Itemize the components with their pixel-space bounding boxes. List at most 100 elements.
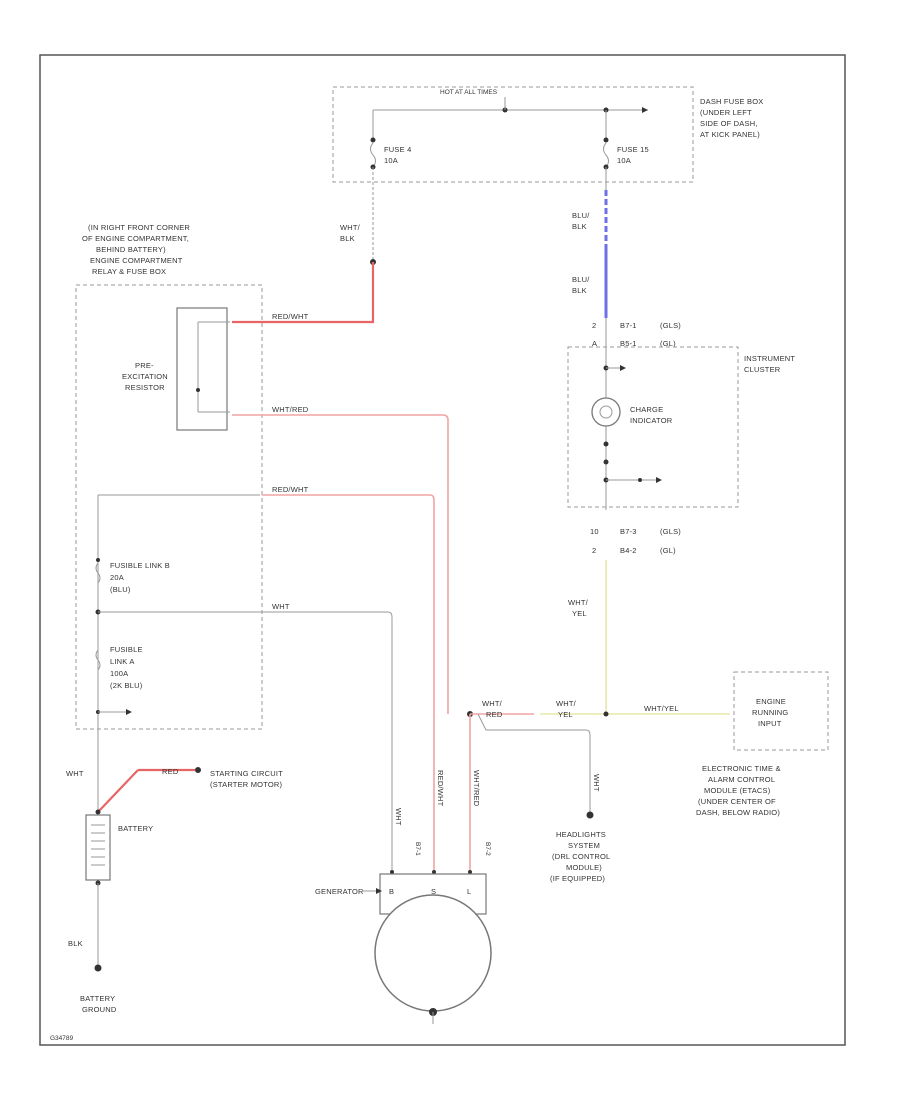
fusible-link-a-rating: 100A [110, 669, 128, 678]
wire-wht-blk-label: WHT/ [340, 223, 361, 232]
conn-bot-var-2: (GL) [660, 546, 676, 555]
wire-wht-yel-2-label-1: WHT/ [556, 699, 577, 708]
cluster-arrow-2 [656, 477, 662, 483]
starter-connector-dot [195, 767, 201, 773]
wire-wht-bat-label: WHT [66, 769, 84, 778]
svg-text:MODULE): MODULE) [566, 863, 602, 872]
wire-red-wht-2-label: RED/WHT [272, 485, 309, 494]
cluster-junction-5 [638, 478, 642, 482]
wire-wht-yel-3-label: WHT/YEL [644, 704, 679, 713]
conn-bot-pin-2: 2 [592, 546, 596, 555]
instrument-cluster-label-2: CLUSTER [744, 365, 781, 374]
wire-red-wht-generator [262, 494, 435, 870]
gen-terminal-l-dot [468, 870, 472, 874]
gen-terminal-b: B [389, 887, 394, 896]
generator-label: GENERATOR [315, 887, 364, 896]
conn-gen-2: B7-2 [484, 842, 491, 856]
battery-ground-dot [94, 964, 102, 972]
diagram-frame [39, 54, 846, 1046]
svg-text:ELECTRONIC TIME &: ELECTRONIC TIME & [702, 764, 781, 773]
wire-wht-red-2-label-1: WHT/ [482, 699, 503, 708]
pre-excitation-label-1: PRE- [135, 361, 154, 370]
pre-excitation-resistor-box [176, 307, 228, 431]
starting-circuit-label-2: (STARTER MOTOR) [210, 780, 282, 789]
svg-text:AT KICK PANEL): AT KICK PANEL) [700, 130, 760, 139]
fusible-link-b-label: FUSIBLE LINK B [110, 561, 170, 570]
fusible-link-a-label-2: LINK A [110, 657, 135, 666]
battery-label: BATTERY [118, 824, 153, 833]
wire-blu-blk-label-2: BLU/ [572, 275, 590, 284]
engine-compartment-box-outline [75, 284, 263, 730]
conn-top-pin-1: 2 [592, 321, 596, 330]
svg-text:SIDE OF DASH,: SIDE OF DASH, [700, 119, 758, 128]
instrument-cluster-outline [567, 346, 739, 508]
cluster-junction-2 [603, 441, 609, 447]
wire-wht [98, 611, 393, 870]
conn-top-id-2: B5-1 [620, 339, 637, 348]
engine-running-input-label-2: RUNNING [752, 708, 788, 717]
generator-label-arrow [376, 888, 382, 894]
fusible-link-b-color: (BLU) [110, 585, 131, 594]
conn-top-pin-2: A [592, 339, 597, 348]
fuse-a-symbol [370, 142, 376, 168]
fuse-b-label: FUSE 15 [617, 145, 649, 154]
battery-ground-label-2: GROUND [82, 1005, 117, 1014]
wire-blk-label: BLK [68, 939, 83, 948]
svg-text:RELAY & FUSE BOX: RELAY & FUSE BOX [92, 267, 166, 276]
pre-excitation-label-2: EXCITATION [122, 372, 168, 381]
headlights-connector-dot [586, 811, 594, 819]
svg-text:SYSTEM: SYSTEM [568, 841, 600, 850]
wire-wht-label: WHT [272, 602, 290, 611]
wire-blu-blk-label-1b: BLK [572, 222, 587, 231]
wire-blu-blk-label-2b: BLK [572, 286, 587, 295]
etacs-label: ELECTRONIC TIME & ALARM CONTROL MODULE (… [696, 764, 781, 817]
svg-text:(DRL CONTROL: (DRL CONTROL [552, 852, 610, 861]
svg-text:(UNDER CENTER OF: (UNDER CENTER OF [698, 797, 776, 806]
hot-bus-label: HOT AT ALL TIMES [440, 89, 498, 96]
wire-red-wht-1-label: RED/WHT [272, 312, 309, 321]
footer-code: G34789 [50, 1035, 74, 1042]
engine-compartment-box-label: (IN RIGHT FRONT CORNER OF ENGINE COMPART… [82, 223, 190, 276]
wire-wht-headlights [477, 713, 591, 812]
headlights-label: HEADLIGHTS SYSTEM (DRL CONTROL MODULE) (… [550, 830, 610, 883]
wire-red-wht-resistor [232, 262, 375, 324]
fusible-link-b-symbol [95, 562, 101, 584]
battery-cells [91, 824, 105, 866]
wire-red-battery [97, 769, 139, 813]
resistor-dot [196, 388, 200, 392]
svg-text:(IF EQUIPPED): (IF EQUIPPED) [550, 874, 605, 883]
wire-wht-red-1-label: WHT/RED [272, 405, 309, 414]
gen-terminal-s: S [431, 887, 436, 896]
svg-text:(UNDER LEFT: (UNDER LEFT [700, 108, 752, 117]
fusible-link-b-top [96, 558, 100, 562]
fuse-a-label: FUSE 4 [384, 145, 411, 154]
cluster-wire-junction [603, 711, 609, 717]
gen-terminal-s-dot [432, 870, 436, 874]
svg-text:DASH FUSE BOX: DASH FUSE BOX [700, 97, 763, 106]
svg-text:OF ENGINE COMPARTMENT,: OF ENGINE COMPARTMENT, [82, 234, 189, 243]
cluster-arrow-1 [620, 365, 626, 371]
svg-text:DASH, BELOW RADIO): DASH, BELOW RADIO) [696, 808, 780, 817]
battery-positive-terminal [95, 809, 101, 815]
conn-bot-id-1: B7-3 [620, 527, 637, 536]
wire-blu-blk-label-1: BLU/ [572, 211, 590, 220]
charge-indicator-label-2: INDICATOR [630, 416, 673, 425]
wire-red-bat-label: RED [162, 767, 179, 776]
fusible-link-a-label-1: FUSIBLE [110, 645, 143, 654]
svg-text:HEADLIGHTS: HEADLIGHTS [556, 830, 606, 839]
wire-wht-yel-label-2: YEL [572, 609, 587, 618]
svg-text:ALARM CONTROL: ALARM CONTROL [708, 775, 775, 784]
fuse-a-rating: 10A [384, 156, 398, 165]
wire-wht-red-v-label: WHT/RED [472, 770, 481, 807]
wire-wht-blk-label-2: BLK [340, 234, 355, 243]
conn-bot-pin-1: 10 [590, 527, 599, 536]
bus-arrow [642, 107, 648, 113]
conn-top-var-1: (GLS) [660, 321, 681, 330]
fusible-link-a-arrow [126, 709, 132, 715]
instrument-cluster-label-1: INSTRUMENT [744, 354, 795, 363]
wire-wht-red-resistor [232, 414, 449, 714]
svg-text:ENGINE COMPARTMENT: ENGINE COMPARTMENT [90, 256, 183, 265]
wire-wht-hl-label: WHT [592, 774, 601, 792]
starting-circuit-label-1: STARTING CIRCUIT [210, 769, 283, 778]
